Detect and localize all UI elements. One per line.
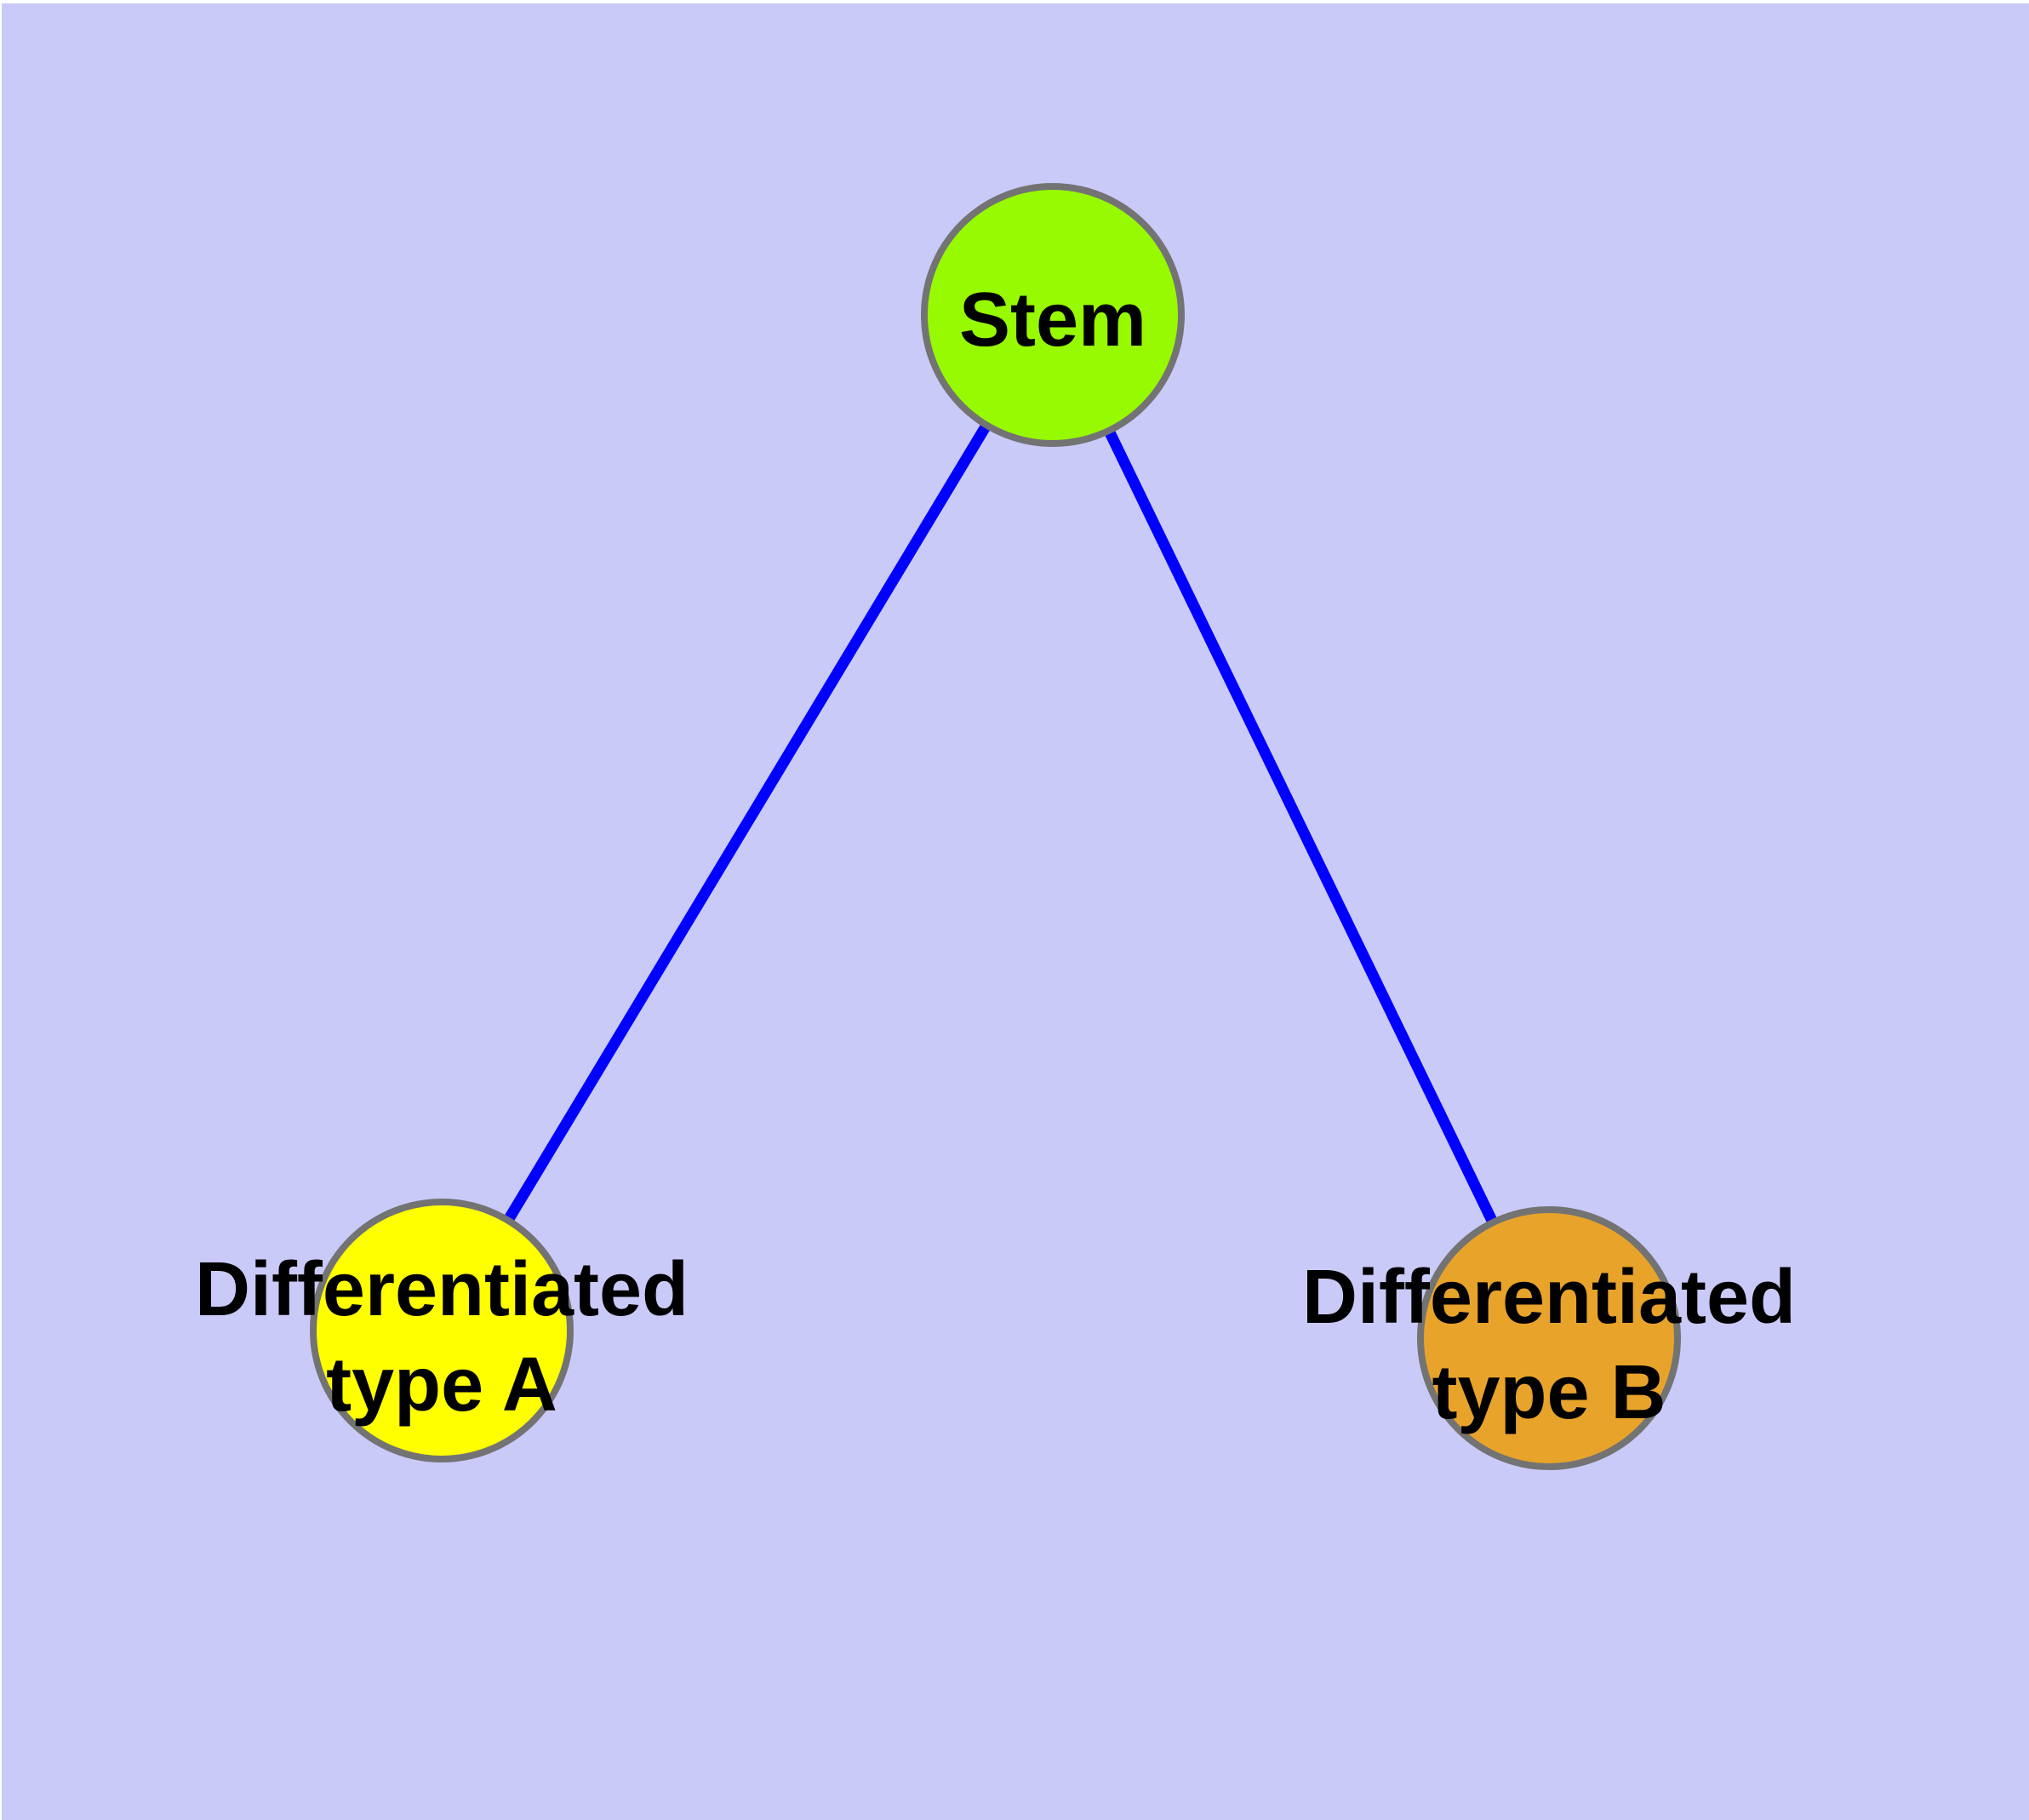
node-stem [921, 183, 1185, 447]
node-stem-label: Stem [959, 278, 1146, 363]
node-type-b-label-line2: type B [1432, 1350, 1666, 1435]
node-type-a-label-line1: Differentiated [195, 1247, 689, 1332]
node-type-b-label-line1: Differentiated [1302, 1255, 1796, 1340]
node-type-a-label-line2: type A [326, 1342, 557, 1428]
node-differentiated-type-a [310, 1199, 574, 1462]
edge-stem-to-type-b [1048, 312, 1554, 1341]
edge-stem-to-type-a [437, 312, 1058, 1334]
node-differentiated-type-b [1417, 1206, 1681, 1470]
